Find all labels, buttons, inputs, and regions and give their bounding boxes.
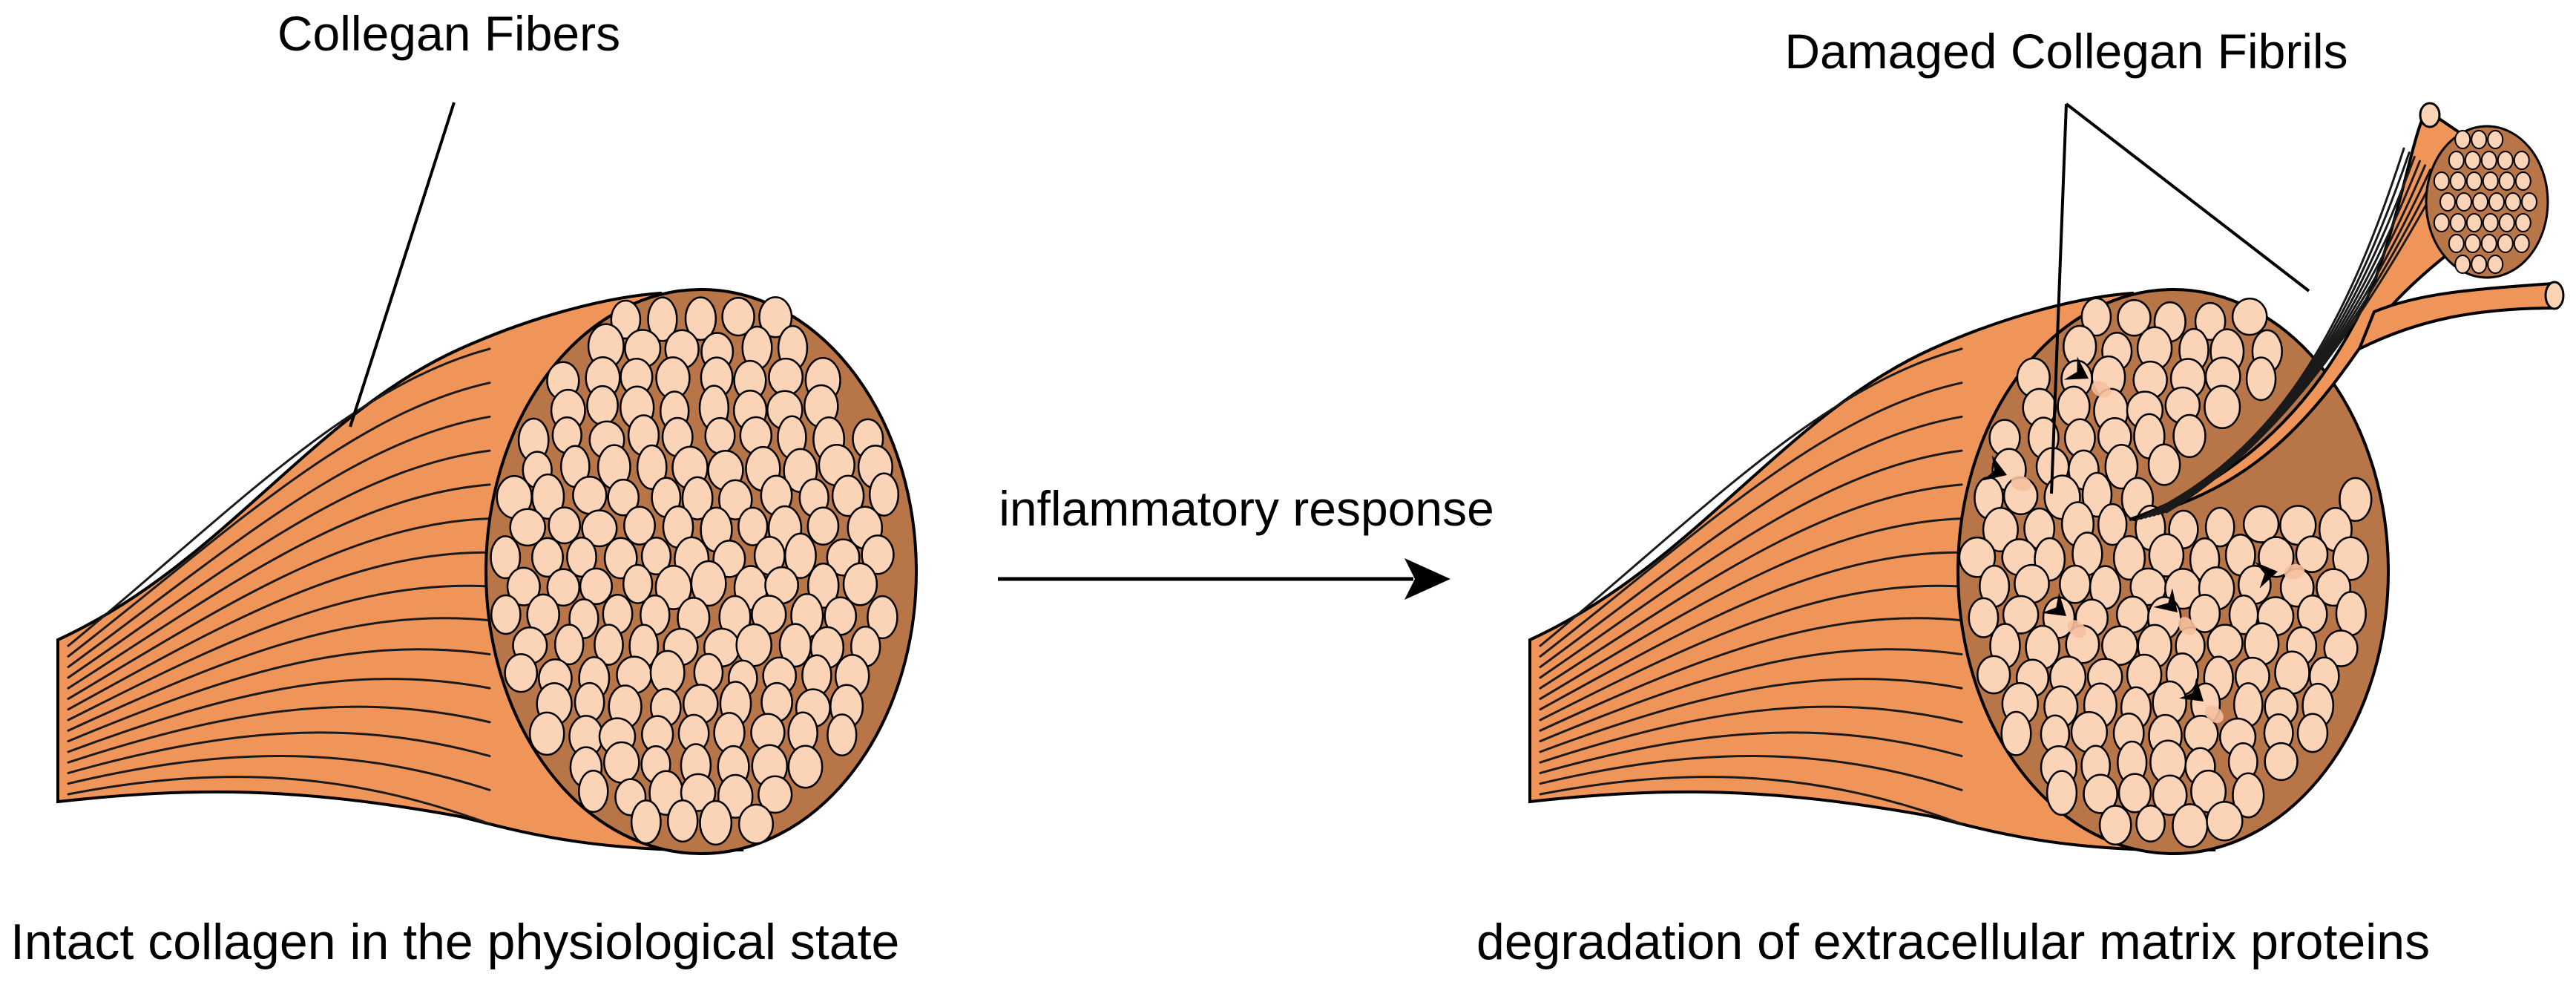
unraveling-fibril-bundle xyxy=(2129,102,2565,521)
intact-collagen-bundle xyxy=(56,288,918,855)
process-arrow xyxy=(998,558,1450,600)
intact-fibrils xyxy=(490,296,900,846)
inflammatory-response-label: inflammatory response xyxy=(999,481,1494,536)
intact-collagen-caption: Intact collagen in the physiological sta… xyxy=(10,914,899,970)
collagen-fibers-pointer xyxy=(349,102,456,428)
collagen-fibers-label: Collegan Fibers xyxy=(277,6,620,61)
damaged-fibrils-pointer xyxy=(2050,102,2310,494)
damaged-fiber-lines xyxy=(1539,347,1963,825)
damaged-fibrils-label: Damaged Collegan Fibrils xyxy=(1784,24,2347,79)
damaged-collagen-bundle xyxy=(1528,102,2565,855)
damage-marks xyxy=(1982,356,2305,724)
intact-fiber-lines xyxy=(67,347,491,825)
degradation-caption: degradation of extracellular matrix prot… xyxy=(1476,914,2430,970)
